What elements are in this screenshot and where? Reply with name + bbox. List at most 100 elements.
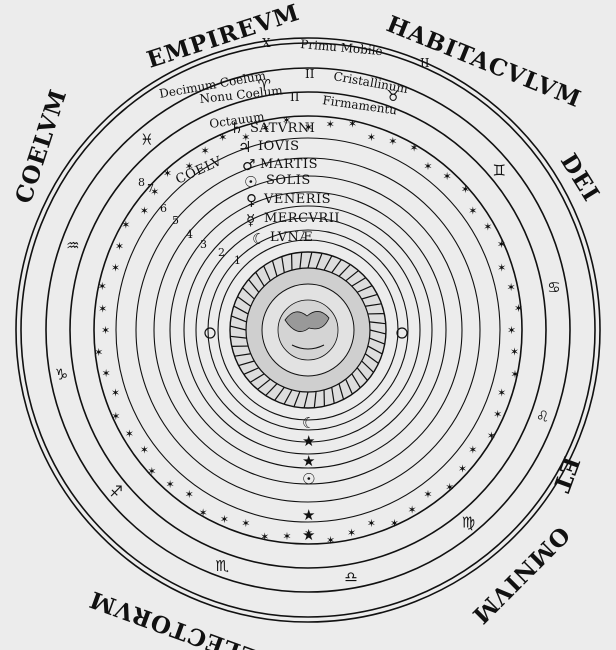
star-icon: ✶ <box>493 408 502 421</box>
flame-ray <box>265 383 278 396</box>
flame-ray <box>365 303 382 307</box>
zodiac-sign-icon: ♌ <box>536 408 549 426</box>
earth-center <box>229 251 387 409</box>
star-icon: ✶ <box>510 368 519 381</box>
star-icon: ✶ <box>468 205 477 218</box>
star-icon: ✶ <box>218 131 227 144</box>
axis-star-icon: ★ <box>302 452 315 470</box>
band-numeral: II <box>290 90 300 104</box>
zodiac-sign-icon: ♐ <box>109 483 122 501</box>
star-icon: ✶ <box>304 121 313 134</box>
side-orbs <box>204 327 408 339</box>
flame-ray <box>323 255 333 271</box>
flame-ray <box>338 383 345 400</box>
star-icon: ✶ <box>121 219 130 232</box>
mercurii-label: MERCVRII <box>264 211 340 226</box>
star-icon: ✶ <box>201 145 210 158</box>
star-icon: ✶ <box>261 122 270 135</box>
saturn-icon: ♄ <box>230 119 243 137</box>
flame-ray <box>369 329 387 335</box>
flame-ray <box>281 256 285 273</box>
flame-ray <box>361 293 378 300</box>
flame-ray <box>331 387 335 404</box>
flame-ray <box>369 321 386 325</box>
star-icon: ✶ <box>458 463 467 476</box>
flame-ray <box>369 337 385 345</box>
star-icon: ✶ <box>125 428 134 441</box>
flame-ray <box>274 386 285 401</box>
flame-ray <box>351 373 361 389</box>
flame-ray <box>231 315 247 323</box>
flame-ray <box>242 287 255 300</box>
flame-ray <box>257 378 271 390</box>
flame-ray <box>303 391 309 409</box>
zodiac-sign-icon: ♍ <box>462 514 475 532</box>
axis-star-icon: ★ <box>302 432 315 450</box>
flame-ray <box>230 335 247 339</box>
star-icon: ✶ <box>326 534 335 547</box>
flame-ray <box>356 285 373 293</box>
zodiac-sign-icon: ♊ <box>493 161 506 179</box>
star-icon: ✶ <box>483 221 492 234</box>
zodiac-sign-icon: ♉ <box>387 87 400 105</box>
star-icon: ✶ <box>506 281 515 294</box>
flame-ray <box>248 279 260 293</box>
star-icon: ✶ <box>423 160 432 173</box>
zodiac-sign-icon: ♒ <box>66 236 79 254</box>
star-icon: ✶ <box>185 160 194 173</box>
zodiac-sign-icon: ♏ <box>215 557 229 575</box>
primum-mobile-label: Primu Mobile <box>300 37 383 58</box>
firmament-stars: ✶✶✶✶✶✶✶✶✶✶✶✶✶✶✶✶✶✶✶✶✶✶✶✶✶✶✶✶✶✶✶✶✶✶✶✶✶✶✶✶… <box>94 114 523 547</box>
flame-ray <box>345 378 353 395</box>
sphere-number: 1 <box>234 254 241 267</box>
flame-ray <box>271 260 278 277</box>
flame-rays <box>229 251 387 409</box>
sphere-number: 3 <box>200 238 207 251</box>
star-icon: ✶ <box>140 205 149 218</box>
empireum-label: EMPIREVM <box>144 0 304 74</box>
star-icon: ✶ <box>163 167 172 180</box>
mars-icon: ♂ <box>242 156 255 174</box>
star-icon: ✶ <box>507 324 516 337</box>
flame-ray <box>255 271 265 287</box>
flame-ray <box>351 277 367 287</box>
flame-ray <box>331 259 342 274</box>
star-icon: ✶ <box>260 530 269 543</box>
zodiac-ring: ♈♉♊♋♌♍♎♏♐♑♒♓ <box>55 76 561 586</box>
star-icon: ✶ <box>408 503 417 516</box>
mercury-icon: ☿ <box>246 211 255 229</box>
martis-label: MARTIS <box>260 157 318 172</box>
star-icon: ✶ <box>388 135 397 148</box>
band-numerals: X II II II <box>262 36 430 104</box>
star-icon: ✶ <box>326 118 335 131</box>
sphere-number: 5 <box>172 214 179 227</box>
jupiter-icon: ♃ <box>238 138 251 156</box>
coelum-planet-label: COELV <box>174 154 225 188</box>
iovis-label: IOVIS <box>258 139 300 154</box>
star-icon: ✶ <box>115 240 124 253</box>
flame-ray <box>299 252 303 269</box>
axis-star-icon: ★ <box>302 506 315 524</box>
venus-icon: ♀ <box>246 191 257 209</box>
axis-sun-icon: ☉ <box>302 470 315 488</box>
planet-symbols: ♄ ♃ ♂ ☉ ♀ ☿ ☾ <box>230 119 265 248</box>
band-numeral: II <box>305 67 315 81</box>
star-icon: ✶ <box>241 131 250 144</box>
star-icon: ✶ <box>241 517 250 530</box>
moon-icon: ☾ <box>252 230 265 248</box>
flame-ray <box>283 389 293 405</box>
star-icon: ✶ <box>348 118 357 131</box>
flame-ray <box>313 391 317 408</box>
star-icon: ✶ <box>282 114 291 127</box>
star-icon: ✶ <box>497 387 506 400</box>
flame-ray <box>237 296 252 307</box>
star-icon: ✶ <box>140 443 149 456</box>
star-icon: ✶ <box>111 261 120 274</box>
star-icon: ✶ <box>101 324 110 337</box>
star-icon: ✶ <box>98 280 107 293</box>
veneris-label: VENERIS <box>263 192 331 207</box>
flame-ray <box>229 325 247 331</box>
star-icon: ✶ <box>150 185 159 198</box>
star-icon: ✶ <box>461 183 470 196</box>
